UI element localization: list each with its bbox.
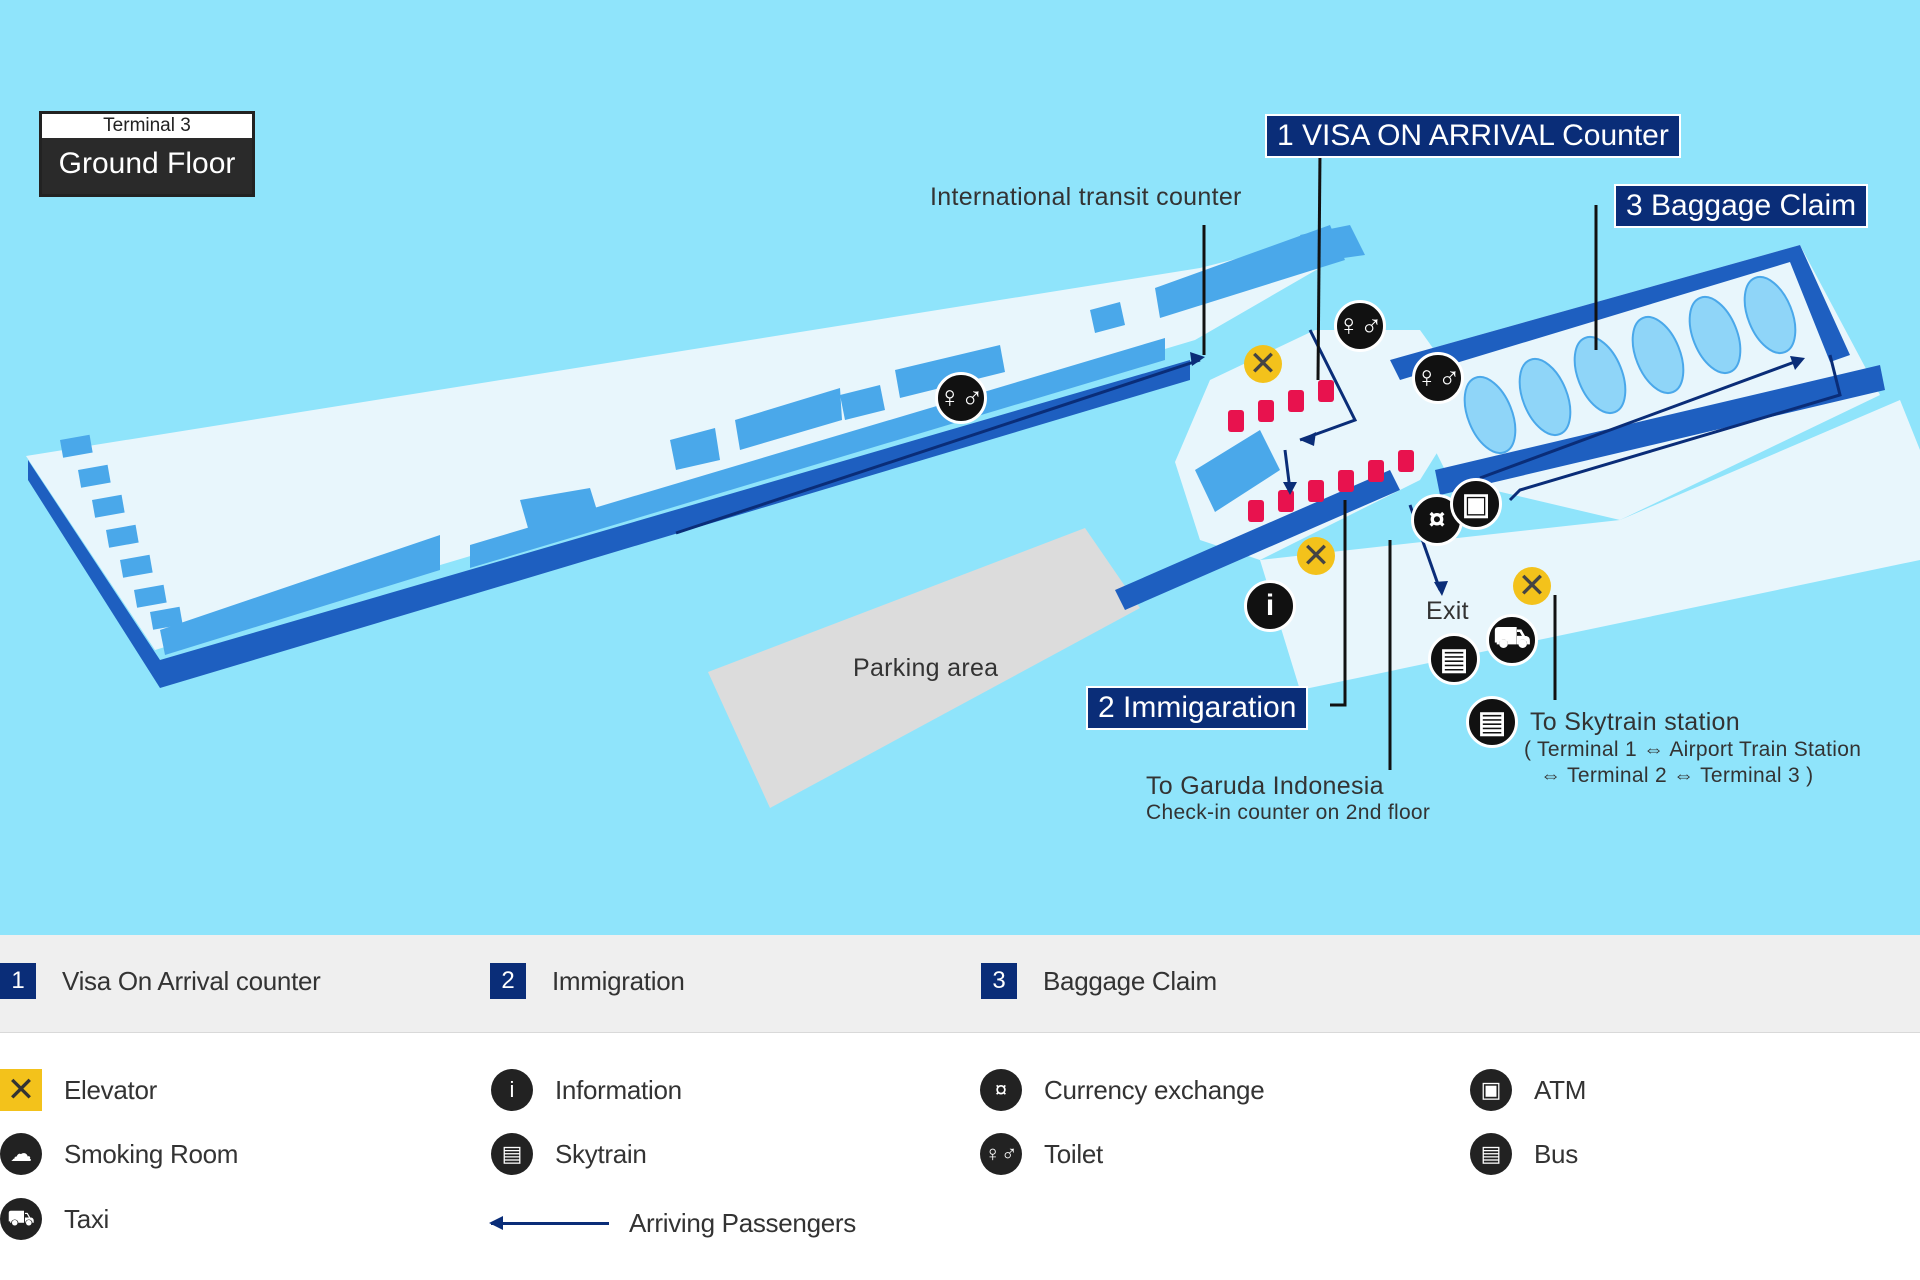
skytrain-icon: ▤ [1466, 696, 1518, 748]
leader-immigration [1330, 500, 1347, 707]
bus-icon: ▤ [1428, 633, 1480, 685]
legend-toilet: ♀♂ Toilet [980, 1133, 1103, 1175]
callout-baggage-claim: 3 Baggage Claim [1614, 184, 1869, 228]
legend-label: Arriving Passengers [629, 1208, 856, 1238]
information-icon: i [491, 1069, 533, 1111]
taxi-icon: ⛟ [0, 1198, 42, 1240]
label-exit: Exit [1426, 597, 1469, 625]
icon-legend: ✕ Elevator i Information ¤ Currency exch… [0, 1033, 1920, 1280]
legend-label: Baggage Claim [1043, 965, 1217, 996]
label-skytrain-line3: ⇔ Terminal 2 ⇔ Terminal 3 ) [1540, 764, 1814, 787]
label-transit-counter: International transit counter [930, 183, 1242, 211]
label-garuda-line2: Check-in counter on 2nd floor [1146, 801, 1431, 824]
leader-visa [1316, 151, 1322, 381]
information-icon: i [1244, 580, 1296, 632]
route-central [1299, 329, 1358, 442]
central-hall-wall [1195, 430, 1280, 512]
route-west [675, 358, 1201, 535]
bus-icon: ▤ [1470, 1133, 1512, 1175]
west-concourse-gates [160, 535, 440, 655]
legend-number-badge: 3 [981, 963, 1017, 999]
legend-label: Bus [1534, 1138, 1578, 1169]
legend-currency-exchange: ¤ Currency exchange [980, 1069, 1265, 1111]
terminal-label: Terminal 3 [42, 114, 252, 138]
legend-bus: ▤ Bus [1470, 1133, 1578, 1175]
skytrain-icon: ▤ [491, 1133, 533, 1175]
legend-label: Taxi [64, 1203, 110, 1234]
legend-atm: ▣ ATM [1470, 1069, 1586, 1111]
route-baggage [1508, 354, 1842, 502]
label-skytrain-line2: ( Terminal 1 ⇔ Airport Train Station [1524, 738, 1862, 761]
legend-smoking-room: ☁ Smoking Room [0, 1133, 238, 1175]
legend-label: Toilet [1044, 1138, 1103, 1169]
terminal-map-drawing [26, 151, 1920, 808]
legend-taxi: ⛟ Taxi [0, 1198, 109, 1240]
legend-arriving-passengers: Arriving Passengers [489, 1208, 856, 1239]
route-baggage-north [1479, 358, 1801, 480]
legend-label: Information [555, 1074, 682, 1105]
numbered-legend: 1 Visa On Arrival counter 2 Immigration … [0, 935, 1920, 1033]
legend-label: Elevator [64, 1074, 157, 1105]
legend-label: ATM [1534, 1074, 1587, 1105]
arriving-passengers-arrow-icon [489, 1216, 609, 1230]
currency-exchange-icon: ¤ [980, 1069, 1022, 1111]
toilet-icon: ♀♂ [1334, 300, 1386, 352]
parking-area-shape [708, 528, 1140, 808]
elevator-icon: ✕ [1513, 567, 1551, 605]
smoking-room-icon: ☁ [0, 1133, 42, 1175]
terminal-map: Terminal 3 Ground Floor 1 VISA ON ARRIVA… [0, 0, 1920, 935]
legend-visa-on-arrival: 1 Visa On Arrival counter [0, 963, 321, 999]
central-hall-wall-2 [1115, 470, 1400, 610]
legend-label: Visa On Arrival counter [62, 965, 321, 996]
callout-visa-on-arrival: 1 VISA ON ARRIVAL Counter [1265, 114, 1681, 158]
west-concourse-gates-2 [470, 338, 1165, 568]
west-concourse-wall [28, 460, 160, 688]
toilet-icon: ♀♂ [980, 1133, 1022, 1175]
legend-immigration: 2 Immigration [490, 963, 685, 999]
legend-baggage-claim: 3 Baggage Claim [981, 963, 1217, 999]
west-concourse-bottom-edge [160, 360, 1190, 688]
floor-label: Ground Floor [58, 147, 236, 180]
toilet-icon: ♀♂ [935, 372, 987, 424]
callout-immigration: 2 Immigaration [1086, 686, 1309, 730]
exit-plaza [1260, 400, 1920, 690]
label-garuda-line1: To Garuda Indonesia [1146, 772, 1384, 800]
legend-elevator: ✕ Elevator [0, 1069, 157, 1111]
floor-indicator: Terminal 3 Ground Floor [39, 111, 255, 197]
legend-information: i Information [491, 1069, 682, 1111]
label-parking-area: Parking area [853, 654, 999, 682]
atm-icon: ▣ [1450, 478, 1502, 530]
taxi-icon: ⛟ [1486, 614, 1538, 666]
elevator-icon: ✕ [0, 1069, 42, 1111]
elevator-icon: ✕ [1297, 537, 1335, 575]
elevator-icon: ✕ [1244, 345, 1282, 383]
legend-number-badge: 1 [0, 963, 36, 999]
toilet-icon: ♀♂ [1412, 352, 1464, 404]
label-skytrain-line1: To Skytrain station [1530, 708, 1740, 736]
legend-skytrain: ▤ Skytrain [491, 1133, 647, 1175]
baggage-hall-wall [1390, 245, 1850, 380]
legend-label: Smoking Room [64, 1138, 239, 1169]
legend-label: Immigration [552, 965, 685, 996]
legend-number-badge: 2 [490, 963, 526, 999]
baggage-hall-bottom [1435, 365, 1885, 495]
legend-label: Currency exchange [1044, 1074, 1265, 1105]
legend-label: Skytrain [555, 1138, 647, 1169]
atm-icon: ▣ [1470, 1069, 1512, 1111]
